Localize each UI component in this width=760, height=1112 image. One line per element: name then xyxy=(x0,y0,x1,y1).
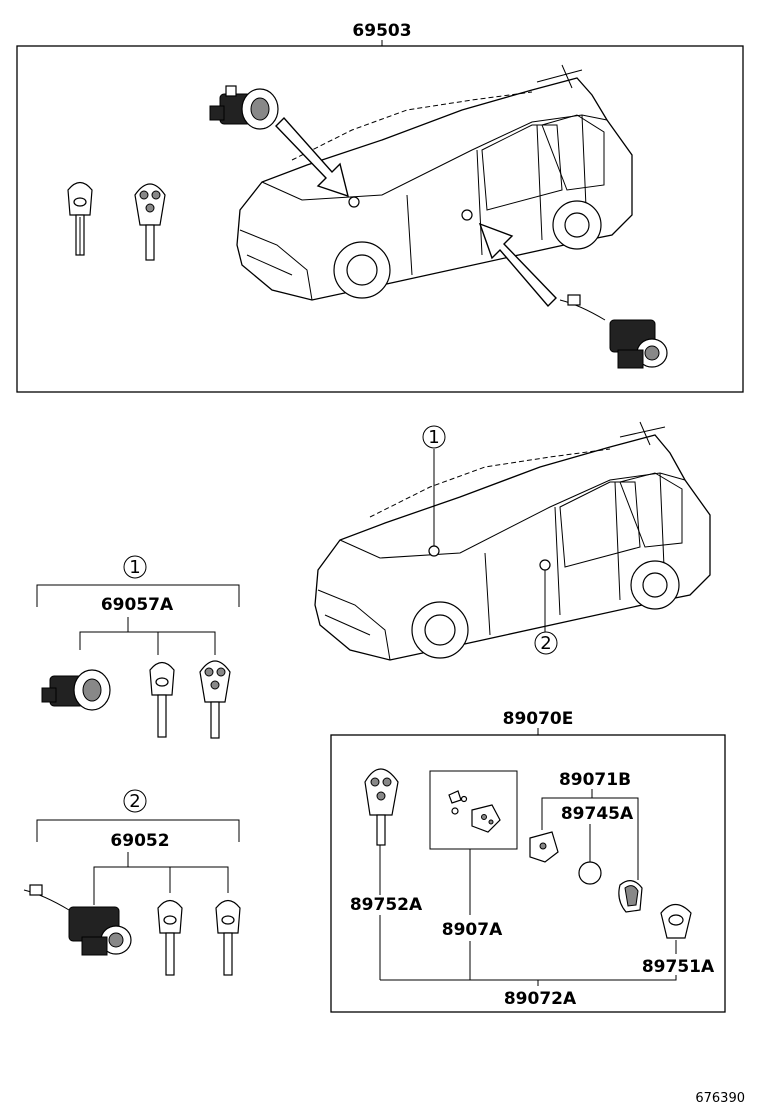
car-middle-icon xyxy=(314,421,711,661)
key-icon xyxy=(157,899,183,976)
remote-key-icon xyxy=(134,183,166,261)
label-89751A: 89751A xyxy=(642,957,715,977)
label-69052: 69052 xyxy=(110,831,169,851)
remote-key-icon xyxy=(364,768,399,846)
lock-cylinder-icon xyxy=(41,669,111,711)
figure-id: 676390 xyxy=(695,1091,745,1106)
door-lock-cylinder-icon xyxy=(23,884,132,956)
ref-marker-1: 1 xyxy=(422,425,446,449)
kit-69503-group: 69503 xyxy=(16,21,744,393)
label-89752A: 89752A xyxy=(350,895,423,915)
ref-marker-2: 2 xyxy=(534,631,558,655)
key-head-icon xyxy=(660,903,692,939)
svg-text:2: 2 xyxy=(540,633,551,654)
kit-89070E-box xyxy=(330,734,726,1013)
car-top-icon xyxy=(236,64,633,301)
set-2-group: 2 69052 xyxy=(36,789,240,905)
label-89070E: 89070E xyxy=(503,709,574,729)
door-lock-cylinder-icon xyxy=(559,294,668,369)
lock-cylinder-icon xyxy=(209,85,279,130)
key-icon xyxy=(67,181,93,256)
set-2-marker: 2 xyxy=(129,791,140,812)
kit-69503-box xyxy=(16,45,744,393)
label-8907A: 8907A xyxy=(442,920,503,940)
transponder-chip-icon xyxy=(448,790,501,833)
remote-key-icon xyxy=(199,660,231,739)
label-69503: 69503 xyxy=(352,21,411,41)
battery-icon xyxy=(578,861,602,885)
key-icon xyxy=(149,661,175,738)
label-69057A: 69057A xyxy=(101,595,174,615)
kit-89070E-group: 89070E 89752A 8907A 89071B xyxy=(330,709,726,1013)
set-1-marker: 1 xyxy=(129,557,140,578)
label-89072A: 89072A xyxy=(504,989,577,1009)
label-89745A: 89745A xyxy=(561,804,634,824)
arrow-to-door xyxy=(478,222,557,308)
arrow-to-ignition xyxy=(275,116,349,198)
transponder-kit-frame xyxy=(429,770,518,850)
key-icon xyxy=(215,899,241,976)
label-89071B: 89071B xyxy=(559,770,631,790)
svg-text:1: 1 xyxy=(428,427,439,448)
set-1-group: 1 69057A xyxy=(36,555,240,655)
